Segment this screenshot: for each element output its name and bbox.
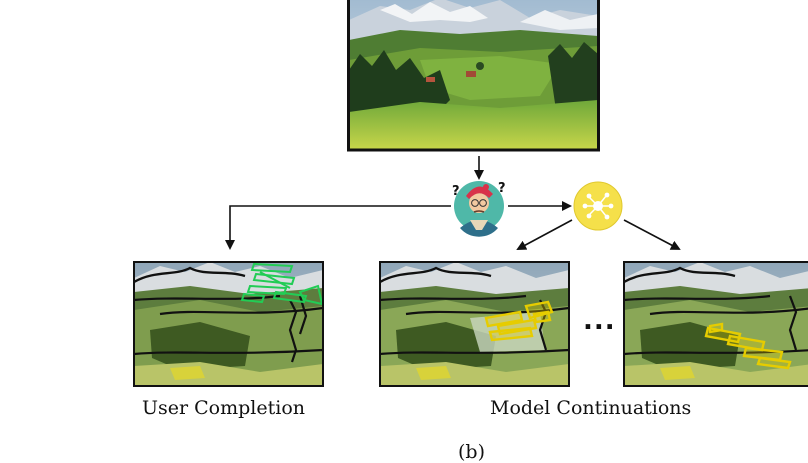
svg-text:?: ? (452, 184, 460, 199)
photo-frame (347, 0, 600, 152)
model-continuations-caption: Model Continuations (490, 397, 692, 419)
model-continuation-painting-2 (624, 262, 808, 386)
more-continuations-ellipsis: ... (583, 306, 616, 336)
user-completion-frame (133, 261, 324, 387)
svg-text:?: ? (498, 181, 506, 196)
artist-avatar-icon: ? ? (452, 181, 506, 237)
user-completion-painting (134, 262, 323, 386)
arrow-user-to-completion (225, 205, 451, 250)
model-continuation-painting-1 (380, 262, 569, 386)
arrow-model-to-continuation-1 (516, 219, 573, 250)
arrow-model-to-continuation-2 (623, 219, 681, 250)
neural-network-icon (573, 181, 623, 231)
panel-label: (b) (458, 441, 485, 463)
user-completion-caption: User Completion (142, 397, 305, 419)
model-continuation-frame-1 (379, 261, 570, 387)
landscape-photo (349, 0, 598, 150)
model-continuation-frame-2 (623, 261, 808, 387)
